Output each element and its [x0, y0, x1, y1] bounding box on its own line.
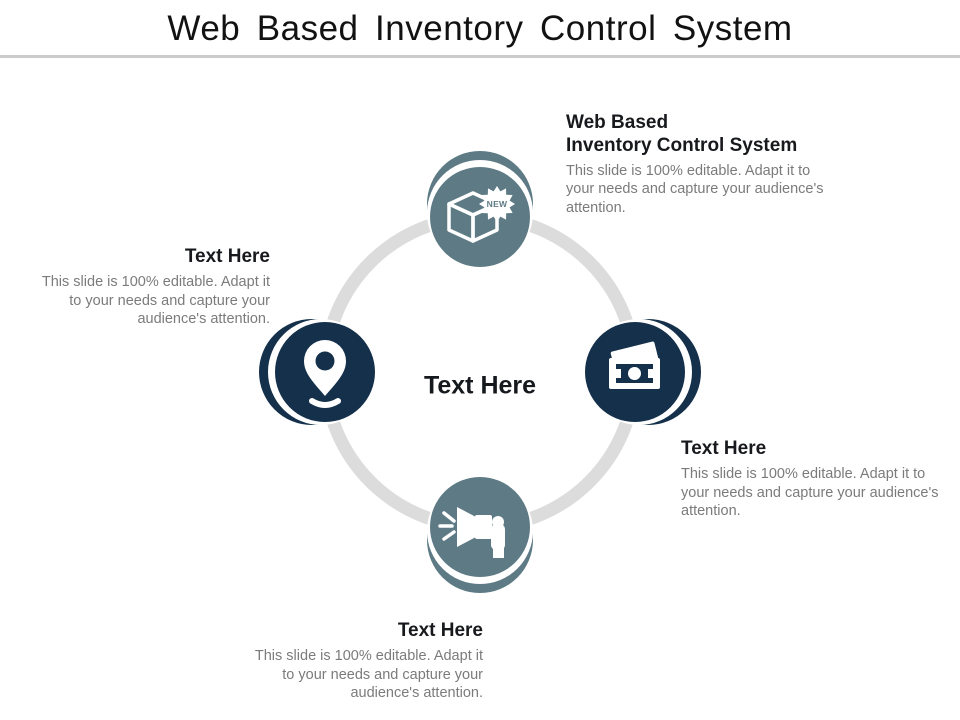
text-block-left: Text Here This slide is 100% editable. A…: [30, 246, 270, 329]
hand-thumb: [492, 516, 504, 528]
title-divider: [0, 55, 960, 58]
node-top: NEW: [427, 151, 533, 267]
money-notch-right: [648, 369, 653, 378]
text-block-right-body: This slide is 100% editable. Adapt it to…: [681, 465, 939, 520]
money-notch-left: [616, 369, 621, 378]
text-block-bottom-body: This slide is 100% editable. Adapt it to…: [254, 647, 483, 702]
text-block-bottom: Text Here This slide is 100% editable. A…: [243, 620, 483, 703]
text-block-left-body: This slide is 100% editable. Adapt it to…: [41, 273, 270, 328]
text-block-top-right: Web Based Inventory Control System This …: [566, 112, 826, 218]
text-block-left-heading: Text Here: [184, 246, 270, 267]
money-icon: [609, 341, 660, 389]
text-block-bottom-heading: Text Here: [397, 620, 483, 641]
location-pin-icon: [304, 340, 346, 408]
sound-line-3: [442, 530, 456, 541]
pin-hole: [315, 351, 335, 371]
center-text-placeholder: Text Here: [423, 371, 537, 400]
slide-title: Web Based Inventory Control System: [167, 9, 793, 48]
new-product-box-icon: NEW: [447, 186, 515, 243]
node-left: [259, 319, 375, 425]
text-block-right: Text Here This slide is 100% editable. A…: [681, 438, 941, 521]
node-right: [585, 319, 701, 425]
text-block-top-right-body: This slide is 100% editable. Adapt it to…: [566, 162, 824, 217]
node-bottom: [427, 477, 533, 593]
hand-fist: [491, 524, 505, 550]
pin-base: [309, 398, 341, 408]
new-badge-label: NEW: [487, 199, 508, 209]
megaphone-bell: [457, 507, 476, 547]
money-coin: [628, 367, 641, 380]
new-starburst: [479, 186, 515, 222]
sound-line-1: [442, 511, 456, 523]
node-top-circle: [430, 167, 530, 267]
megaphone-body: [475, 515, 492, 539]
text-block-top-right-heading: Web Based Inventory Control System: [566, 112, 798, 156]
megaphone-announcement-icon: [438, 507, 505, 558]
hand-wrist: [493, 548, 504, 558]
text-block-right-heading: Text Here: [681, 438, 767, 459]
